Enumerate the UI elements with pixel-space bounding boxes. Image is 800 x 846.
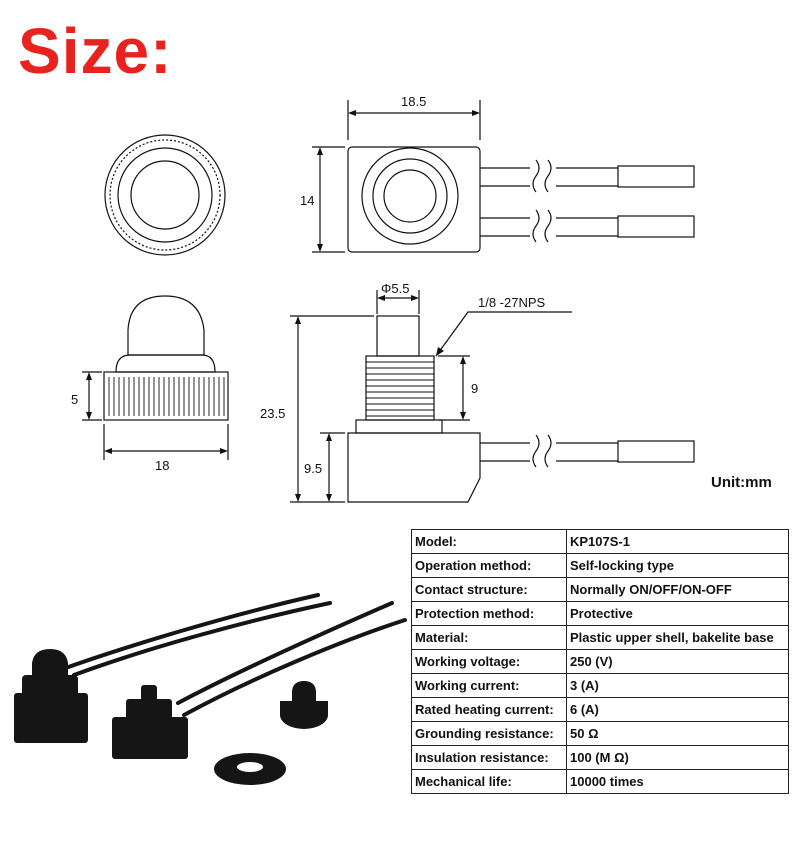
spec-label: Protection method: xyxy=(411,601,567,626)
dimension-drawing: 18.5 14 Φ5.5 1/8 -27NPS 9 23.5 9.5 5 18 xyxy=(71,94,695,503)
spec-row: Working voltage:250 (V) xyxy=(411,649,789,674)
product-photo xyxy=(14,593,407,785)
spec-label: Material: xyxy=(411,625,567,650)
switch-top-view xyxy=(312,100,695,253)
dim-cap-width: 18 xyxy=(155,458,169,473)
dim-total-height: 23.5 xyxy=(260,406,285,421)
spec-label: Grounding resistance: xyxy=(411,721,567,746)
dim-top-height: 14 xyxy=(300,193,314,208)
dim-button-diameter: Φ5.5 xyxy=(381,281,409,296)
spec-value: Self-locking type xyxy=(566,553,789,578)
spec-row: Contact structure:Normally ON/OFF/ON-OFF xyxy=(411,577,789,602)
spec-label: Rated heating current: xyxy=(411,697,567,722)
dim-base-height: 9.5 xyxy=(304,461,322,476)
spec-value: 100 (M Ω) xyxy=(566,745,789,770)
spec-value: Protective xyxy=(566,601,789,626)
spec-label: Mechanical life: xyxy=(411,769,567,794)
spec-label: Contact structure: xyxy=(411,577,567,602)
spec-value: 6 (A) xyxy=(566,697,789,722)
unit-label: Unit:mm xyxy=(711,474,772,491)
dim-cap-height: 5 xyxy=(71,392,78,407)
page-title: Size: xyxy=(18,15,173,87)
spec-label: Model: xyxy=(411,529,567,554)
spec-value: 50 Ω xyxy=(566,721,789,746)
spec-row: Material:Plastic upper shell, bakelite b… xyxy=(411,625,789,650)
cap-side-view xyxy=(82,295,229,460)
dim-thread: 1/8 -27NPS xyxy=(478,295,546,310)
spec-value: 3 (A) xyxy=(566,673,789,698)
dim-top-width: 18.5 xyxy=(401,94,426,109)
spec-label: Operation method: xyxy=(411,553,567,578)
spec-row: Rated heating current:6 (A) xyxy=(411,697,789,722)
spec-value: Normally ON/OFF/ON-OFF xyxy=(566,577,789,602)
spec-row: Insulation resistance:100 (M Ω) xyxy=(411,745,789,770)
dim-thread-length: 9 xyxy=(471,381,478,396)
spec-row: Mechanical life:10000 times xyxy=(411,769,789,794)
spec-label: Insulation resistance: xyxy=(411,745,567,770)
spec-label: Working current: xyxy=(411,673,567,698)
spec-row: Protection method:Protective xyxy=(411,601,789,626)
spec-row: Model:KP107S-1 xyxy=(411,529,789,554)
spec-value: Plastic upper shell, bakelite base xyxy=(566,625,789,650)
spec-label: Working voltage: xyxy=(411,649,567,674)
switch-side-view xyxy=(290,290,695,503)
spec-row: Working current:3 (A) xyxy=(411,673,789,698)
spec-value: 250 (V) xyxy=(566,649,789,674)
cap-top-view xyxy=(104,134,226,256)
spec-row: Operation method:Self-locking type xyxy=(411,553,789,578)
spec-value: 10000 times xyxy=(566,769,789,794)
spec-value: KP107S-1 xyxy=(566,529,789,554)
spec-row: Grounding resistance:50 Ω xyxy=(411,721,789,746)
